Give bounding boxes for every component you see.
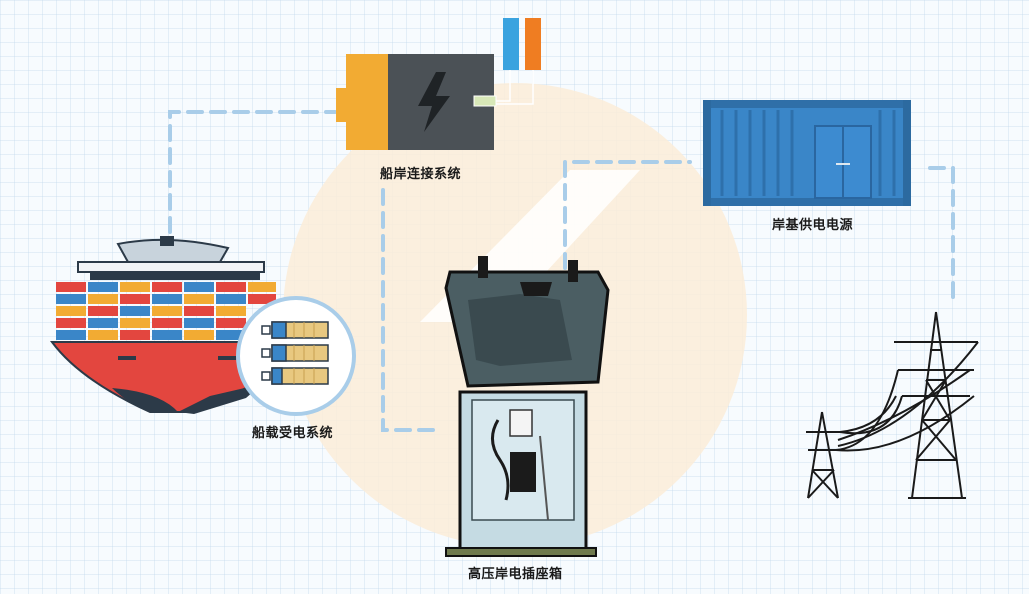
battery-pack-icon	[236, 296, 356, 416]
lightning-icon	[418, 72, 450, 132]
connector-ship-to-connect	[168, 110, 337, 234]
label-ship-power-system: 船载受电系统	[252, 426, 334, 441]
label-shore-power-source: 岸基供电电源	[772, 218, 854, 233]
socket-box-icon	[444, 256, 610, 557]
connector-connect-to-box	[381, 188, 442, 432]
connector-lines	[168, 110, 955, 432]
ship-icon	[50, 236, 292, 414]
label-shore-connection-system: 船岸连接系统	[380, 167, 462, 182]
pylon-icon	[806, 311, 979, 499]
connector-source-to-pylon	[928, 166, 955, 302]
battery-icon	[336, 18, 541, 150]
connector-box-to-source	[563, 160, 692, 270]
container-icon	[703, 100, 911, 206]
label-hv-socket-box: 高压岸电插座箱	[468, 567, 563, 582]
